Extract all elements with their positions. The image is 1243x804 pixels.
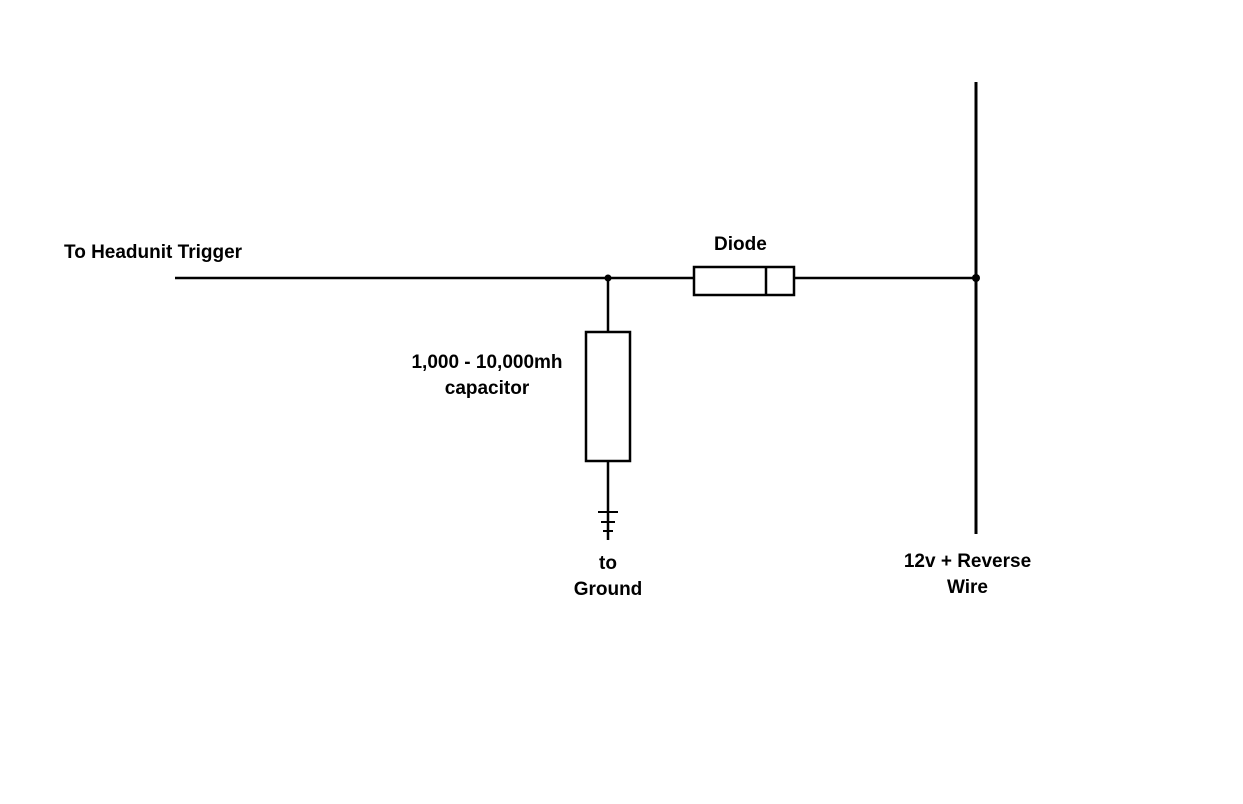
reverse-junction-dot (972, 274, 980, 282)
diode-label: Diode (714, 234, 767, 255)
reverse-wire-label: 12v + Reverse Wire (880, 549, 1055, 601)
capacitor-symbol (584, 330, 632, 463)
reverse-label-line1: 12v + Reverse (903, 551, 1032, 572)
ground-label-line1: to (599, 553, 617, 574)
ground-label-line2: Ground (573, 579, 643, 600)
reverse-label-line2: Wire (946, 577, 988, 598)
capacitor-label-line1: 1,000 - 10,000mh (411, 352, 563, 373)
headunit-trigger-label: To Headunit Trigger (64, 242, 243, 263)
ground-label: to Ground (548, 551, 668, 603)
capacitor-label-line2: capacitor (444, 378, 530, 399)
ground-symbol (598, 511, 618, 532)
diode-symbol (692, 265, 796, 297)
capacitor-label: 1,000 - 10,000mh capacitor (380, 350, 594, 402)
